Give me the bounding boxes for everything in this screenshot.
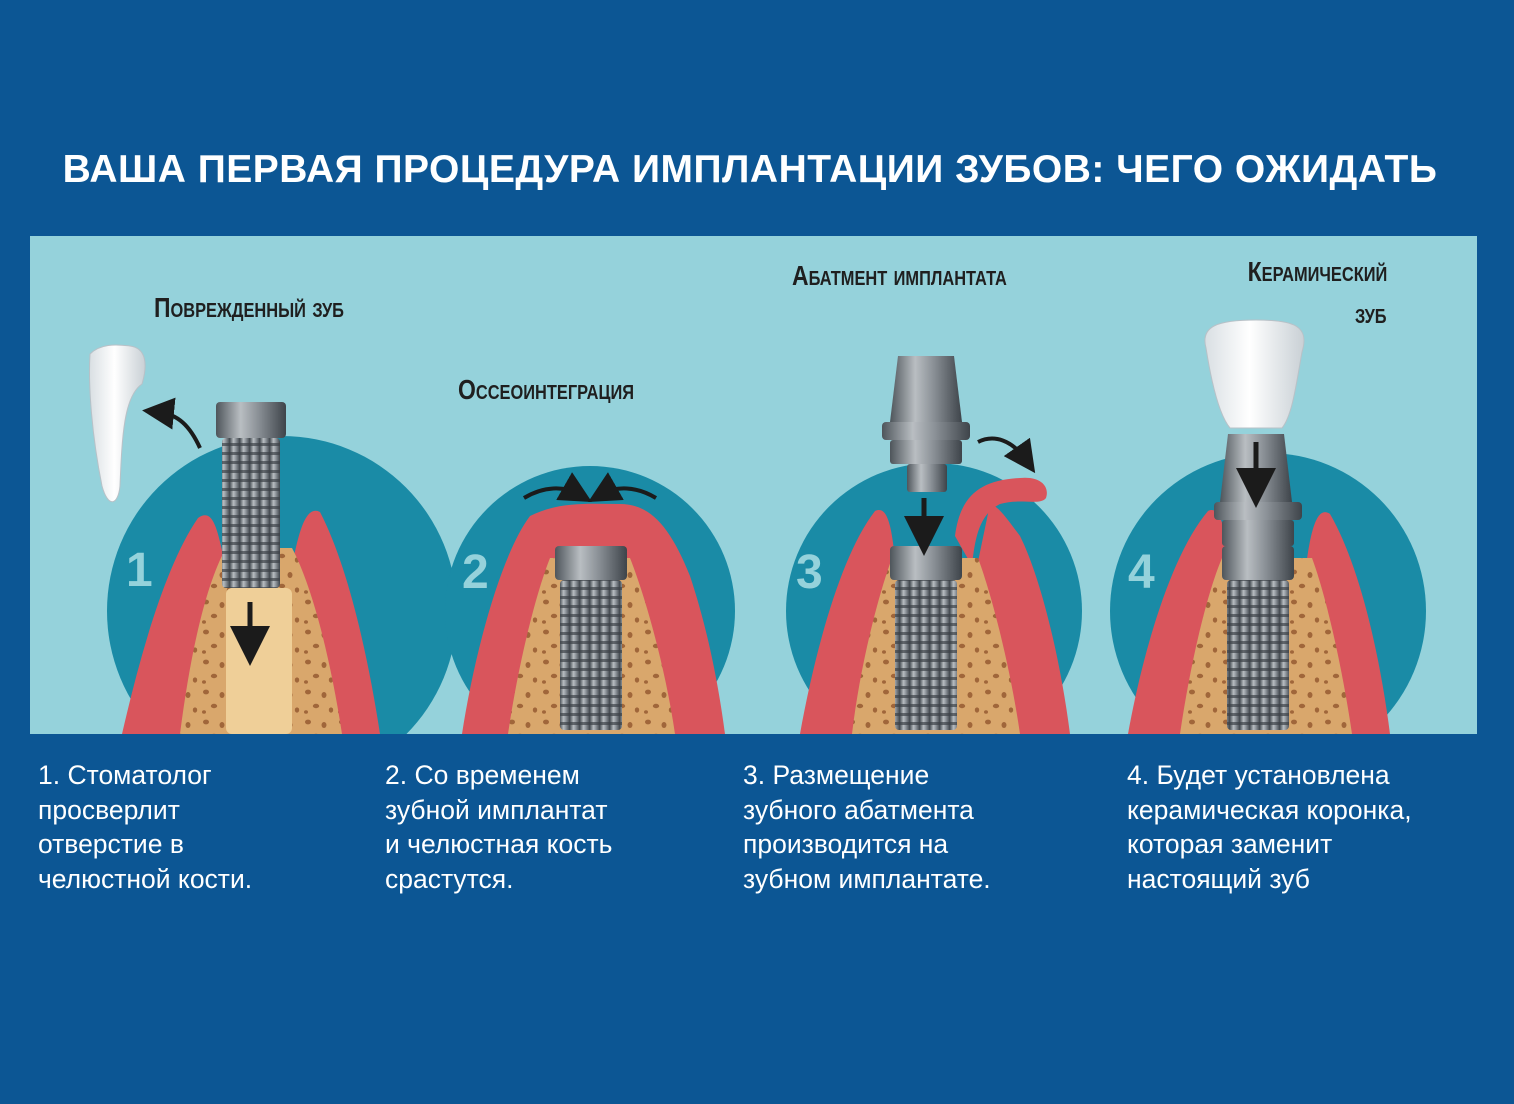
step-4-illustration: 4	[1110, 319, 1426, 734]
step-3-gum-flap	[955, 477, 1047, 566]
step-2-caption: 2. Со временем зубной имплантат и челюст…	[385, 760, 613, 894]
step-4-label-line1: Керамический	[1247, 256, 1387, 287]
step-3-illustration: 3	[786, 356, 1082, 734]
step-1-illustration: 1	[89, 344, 457, 734]
arrow-icon	[142, 397, 202, 449]
illustration-panel: 1 2	[30, 236, 1477, 734]
implant-icon	[1227, 580, 1289, 730]
crown-icon	[1204, 319, 1305, 429]
step-1-implant-head	[216, 402, 286, 438]
step-3-implant-head	[890, 546, 962, 580]
step-2-illustration: 2	[445, 466, 735, 734]
implant-icon	[222, 438, 280, 588]
step-2-label: Оссеоинтеграция	[458, 374, 635, 405]
step-1-number: 1	[126, 544, 153, 597]
step-2-implant-head	[555, 546, 627, 580]
step-1-caption: 1. Стоматолог просверлит отверстие в чел…	[38, 760, 253, 894]
arrow-icon	[522, 472, 592, 502]
step-3-number: 3	[796, 546, 823, 599]
step-4-caption: 4. Будет установлена керамическая коронк…	[1127, 760, 1412, 894]
abutment-icon	[882, 356, 970, 492]
procedure-illustration: 1 2	[89, 319, 1426, 734]
step-4-implant-head	[1222, 546, 1294, 580]
step-3-caption: 3. Размещение зубного абатмента производ…	[743, 760, 991, 894]
step-4-label-line2: зуб	[1355, 298, 1387, 329]
step-1-label: Поврежденный зуб	[154, 292, 344, 323]
arrow-icon	[977, 436, 1036, 474]
page-title: ВАША ПЕРВАЯ ПРОЦЕДУРА ИМПЛАНТАЦИИ ЗУБОВ:…	[62, 148, 1438, 191]
tooth-icon	[89, 344, 146, 503]
step-3-label: Абатмент имплантата	[792, 260, 1007, 291]
implant-icon	[895, 580, 957, 730]
implant-icon	[560, 580, 622, 730]
step-4-number: 4	[1128, 546, 1155, 599]
arrow-icon	[588, 472, 658, 502]
step-2-number: 2	[462, 546, 489, 599]
step-1-socket	[226, 588, 292, 734]
